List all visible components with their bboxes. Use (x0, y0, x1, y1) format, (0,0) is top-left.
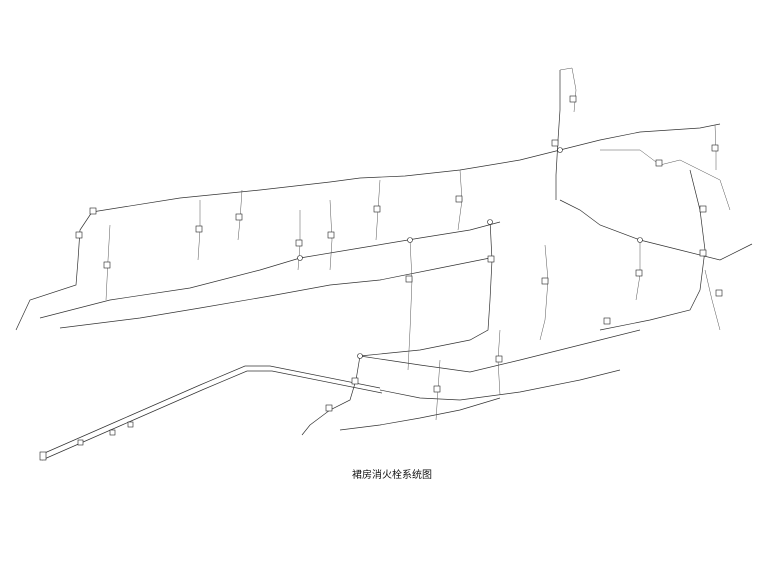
hydrant-box (715, 289, 723, 297)
hydrant-box (325, 404, 333, 412)
pipe-lower-riser-7 (497, 329, 501, 396)
hydrant-box (103, 261, 111, 269)
hydrant-box (351, 377, 359, 385)
hydrant-box (89, 207, 97, 215)
pipe-top-riser (555, 70, 561, 200)
hydrant-box (495, 355, 503, 363)
hydrant-box (405, 275, 413, 283)
drawing-title: 裙房消火栓系统图 (352, 470, 432, 481)
valve-node (487, 219, 493, 225)
hydrant-box (327, 231, 335, 239)
pipe-top-branch (559, 67, 577, 113)
pipe-left-riser-1 (105, 224, 111, 301)
hydrant-box (569, 95, 577, 103)
pipe-diagonal-double-b (41, 370, 383, 461)
pipe-lower-spur (379, 369, 621, 401)
pipe-diagonal-double-a (39, 365, 381, 456)
valve-node (557, 147, 563, 153)
hydrant-box (127, 421, 134, 428)
hydrant-box (551, 139, 559, 147)
hydrant-box (75, 231, 83, 239)
pipe-upper-right-run (559, 123, 721, 151)
hydrant-box (39, 451, 47, 461)
valve-node (297, 255, 303, 261)
valve-node (357, 353, 363, 359)
main-pipe-network (15, 67, 753, 461)
hydrant-box (699, 205, 707, 213)
hydrant-box (455, 195, 463, 203)
hydrant-fittings (39, 95, 723, 461)
pipe-right-descent (599, 169, 706, 331)
hydrant-box (109, 429, 116, 436)
pipe-center-riser-4 (539, 244, 549, 341)
valve-node (637, 237, 643, 243)
hydrant-box (235, 213, 243, 221)
pipe-right-diagonal (704, 269, 721, 331)
hydrant-box (373, 205, 381, 213)
hydrant-box (603, 317, 611, 325)
hydrant-box (487, 255, 495, 263)
hydrant-box (655, 159, 663, 167)
pipe-center-riser-3 (329, 199, 333, 271)
hydrant-box (699, 249, 707, 257)
hydrant-box (195, 225, 203, 233)
hydrant-box (541, 277, 549, 285)
pipe-lower-center-run (359, 329, 641, 373)
pipe-center-riser-2 (407, 239, 413, 371)
pipe-bottom-run (339, 397, 501, 431)
pipe-left-descent (15, 211, 93, 331)
hydrant-box (635, 269, 643, 277)
valve-node (407, 237, 413, 243)
pipe-center-trunk (359, 219, 493, 357)
hydrant-box (711, 144, 719, 152)
pipe-right-upper-branch (600, 149, 731, 211)
pipe-upper-left-run (91, 149, 561, 213)
pipe-right-trunk (559, 199, 753, 261)
hydrant-box (433, 385, 441, 393)
hydrant-box (295, 239, 303, 247)
pipe-mid-second-run (59, 257, 491, 329)
hydrant-box (77, 439, 84, 446)
pipe-lower-left-branch (301, 355, 361, 436)
